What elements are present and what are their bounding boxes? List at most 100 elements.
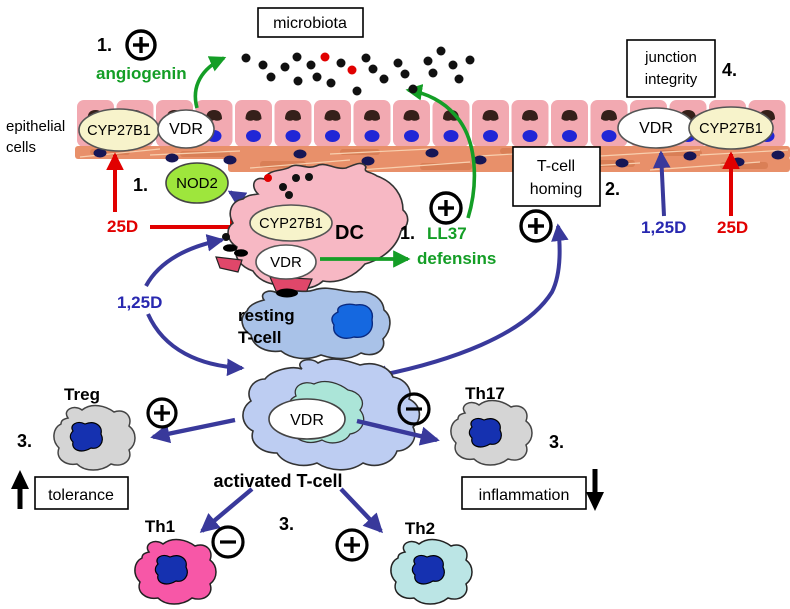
epithelial-cell: [432, 100, 470, 147]
step-3-th17: 3.: [549, 432, 564, 452]
lamina-nucleus: [683, 151, 697, 161]
treg-cell: Treg: [53, 385, 136, 471]
bacterium-dot: [280, 62, 290, 72]
ll37-to-microbiota-arrow: [405, 84, 477, 219]
dc-label: DC: [335, 222, 364, 244]
epithelial-cell: [590, 100, 628, 147]
125d-to-dc-arrow: [144, 234, 225, 287]
immune-synapse-rod: [276, 288, 298, 298]
125d-to-activated-tcell-arrow: [146, 313, 245, 377]
ll37-label: LL37: [427, 224, 467, 243]
tight-junction-icon: [522, 110, 538, 121]
nod2-label: NOD2: [176, 175, 218, 192]
vdr-dc-label: VDR: [270, 254, 302, 271]
epithelial-cell: [353, 100, 391, 147]
bacterium-dot-red: [320, 52, 330, 62]
lamina-nucleus: [93, 148, 107, 158]
step-3-treg: 3.: [17, 431, 32, 451]
plus-circle-homing: [519, 209, 553, 243]
lamina-nucleus: [425, 148, 439, 158]
epithelial-nucleus: [443, 130, 459, 142]
defensins-label: defensins: [417, 249, 496, 268]
plus-circle-th2: [335, 528, 369, 562]
vdr-left-label: VDR: [169, 121, 203, 138]
cyp27b1-oval-right: [688, 106, 774, 150]
epithelial-cell: [314, 100, 351, 147]
vdr-oval-activated: [268, 398, 346, 440]
activated-t-cell-label: activated T-cell: [213, 471, 342, 491]
angiogenin-label: angiogenin: [96, 64, 187, 83]
tight-junction-icon: [245, 110, 262, 121]
th2-cell: Th2: [390, 519, 473, 605]
epithelial-receptors: CYP27B1 VDR VDR CYP27B1: [78, 106, 774, 152]
bacterium-dot: [361, 53, 371, 63]
junction-integrity-box: [626, 39, 716, 98]
epithelial-nucleus: [601, 130, 617, 142]
cyp27b1-dc-label: CYP27B1: [259, 216, 323, 232]
lamina-nucleus: [361, 156, 375, 166]
plus-circle-treg: [146, 397, 178, 429]
tight-junction-icon: [561, 110, 578, 121]
lamina-nucleus: [293, 149, 307, 159]
step-3-bottom: 3.: [279, 514, 294, 534]
tcell-homing-line2: homing: [530, 181, 582, 198]
minus-circle-th17: [397, 392, 431, 426]
dendritic-cell: CYP27B1 VDR DC: [215, 162, 409, 294]
bacterium-dot: [465, 55, 475, 65]
bacterium-dot-red: [347, 65, 357, 75]
vdr-right-label: VDR: [639, 120, 673, 137]
tolerance-box: [34, 476, 129, 510]
tcell-homing-line1: T-cell: [537, 158, 575, 175]
25d-left-label: 25D: [107, 217, 138, 236]
nod2-oval: [165, 162, 229, 204]
cyp27b1-oval-dc: [249, 204, 333, 242]
bacterium-dot: [292, 174, 300, 182]
epithelial-nucleus: [285, 130, 301, 142]
th17-cell: Th17: [450, 384, 533, 466]
epithelial-cell: [235, 100, 272, 147]
bacterium-dot: [222, 233, 230, 241]
epithelial-cell: [551, 100, 588, 147]
microbiota-box: [257, 7, 364, 38]
to-th1-arrow: [199, 487, 254, 533]
bacterium-dot: [258, 60, 268, 70]
bacterium-dot: [408, 84, 418, 94]
bacterium-dot: [241, 53, 251, 63]
junction-integrity-line2: integrity: [645, 71, 698, 88]
bacterium-dot: [336, 58, 346, 68]
lamina-nucleus: [771, 150, 785, 160]
bacterium-dot: [428, 68, 438, 78]
tight-junction-icon: [285, 110, 301, 121]
plus-circle-ll37: [429, 191, 463, 225]
th2-label: Th2: [405, 519, 435, 538]
bacterium-rod: [234, 249, 248, 257]
bacterium-dot: [454, 74, 464, 84]
125d-to-epithelial-vdr-arrow: [652, 150, 671, 217]
lamina-nucleus: [615, 158, 629, 168]
tcell-homing-arc-arrow: [369, 223, 569, 383]
resting-t-cell: resting T-cell: [238, 287, 391, 360]
vdr-activated-label: VDR: [290, 412, 324, 429]
resting-t-cell-nucleus: [331, 303, 374, 339]
dc-mhc-left: [215, 256, 243, 273]
epithelial-nucleus: [246, 130, 261, 142]
th1-cell: Th1: [134, 517, 217, 605]
epithelial-nucleus: [325, 130, 340, 142]
to-th17-arrow: [356, 418, 440, 446]
epithelial-cell: [274, 100, 312, 147]
bacterium-dot: [306, 60, 316, 70]
bacterium-dot: [352, 86, 362, 96]
th1-label: Th1: [145, 517, 175, 536]
bacterium-dot: [393, 58, 403, 68]
bacterium-dot: [326, 78, 336, 88]
tight-junction-icon: [482, 110, 499, 121]
bacterium-dot: [423, 56, 433, 66]
minus-circle-th1: [211, 525, 245, 559]
tight-junction-icon: [324, 110, 341, 121]
bacterium-dot: [400, 69, 410, 79]
tolerance-up-arrow: [11, 470, 29, 509]
junction-integrity-line1: junction: [644, 49, 697, 66]
bacterium-dot: [436, 46, 446, 56]
